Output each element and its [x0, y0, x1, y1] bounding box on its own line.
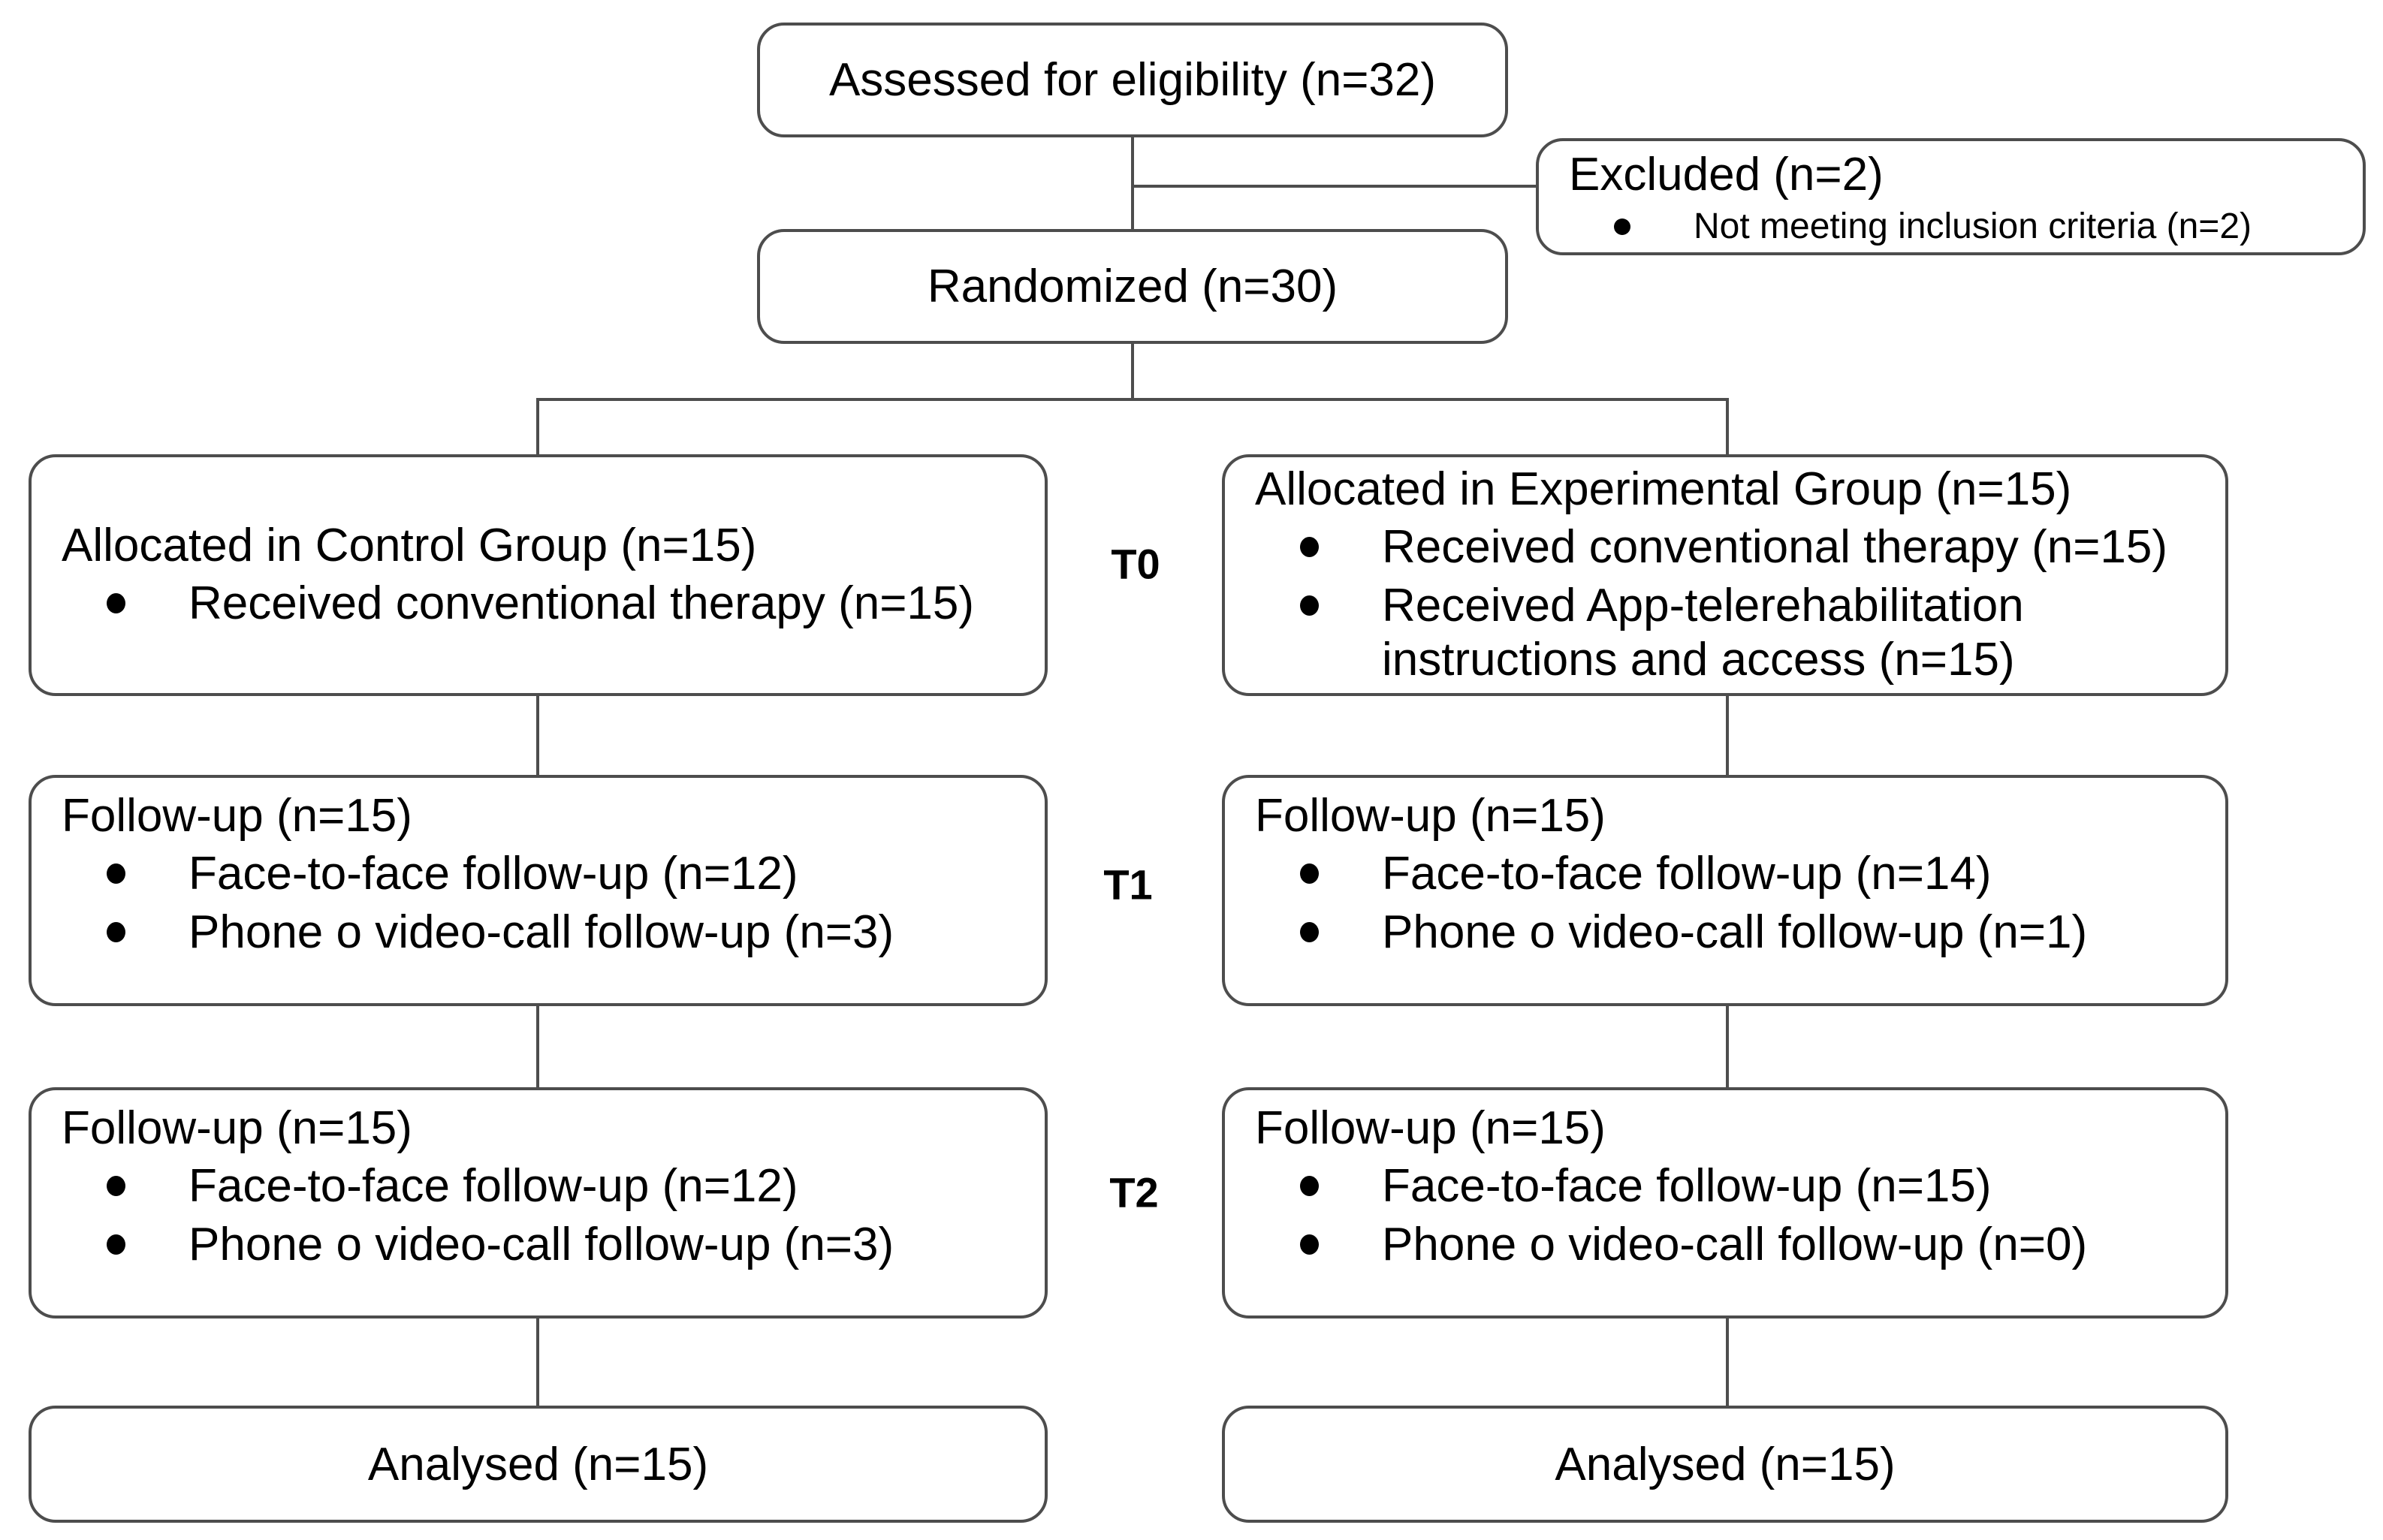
randomized-box: Randomized (n=30) — [757, 229, 1508, 344]
timepoint-label-t0: T0 — [1111, 540, 1160, 588]
bullet-item: Face-to-face follow-up (n=14) — [1225, 847, 2225, 901]
bullet-text: Face-to-face follow-up (n=12) — [189, 1160, 798, 1212]
control-allocation-box: Allocated in Control Group (n=15) Receiv… — [29, 454, 1048, 696]
bullet-item: Phone o video-call follow-up (n=1) — [1225, 906, 2225, 960]
connector-experimental-alloc-to-t1 — [1726, 695, 1729, 777]
excluded-box: Excluded (n=2) Not meeting inclusion cri… — [1536, 138, 2366, 255]
experimental-followup-t2-title: Follow-up (n=15) — [1255, 1102, 1606, 1154]
bullet-text: Phone o video-call follow-up (n=3) — [189, 906, 894, 958]
bullet-dot-icon — [1300, 595, 1319, 616]
control-followup-t1-title: Follow-up (n=15) — [62, 790, 412, 842]
bullet-dot-icon — [107, 863, 125, 884]
bullet-item: Face-to-face follow-up (n=12) — [32, 1159, 1045, 1213]
bullet-dot-icon — [107, 593, 125, 613]
control-followup-t2-box: Follow-up (n=15) Face-to-face follow-up … — [29, 1087, 1048, 1318]
bullet-item: Received conventional therapy (n=15) — [32, 577, 1045, 631]
bullet-text: Face-to-face follow-up (n=15) — [1382, 1160, 1992, 1212]
bullet-item: Received conventional therapy (n=15) — [1225, 520, 2225, 574]
control-analysed-box: Analysed (n=15) — [29, 1406, 1048, 1523]
connector-to-excluded — [1131, 185, 1537, 188]
assessed-box: Assessed for eligibility (n=32) — [757, 23, 1508, 137]
connector-experimental-t1-to-t2 — [1726, 1005, 1729, 1089]
bullet-text: Phone o video-call follow-up (n=3) — [189, 1219, 894, 1270]
experimental-allocation-title: Allocated in Experimental Group (n=15) — [1255, 463, 2072, 515]
connector-assessed-to-randomized — [1131, 137, 1134, 231]
bullet-dot-icon — [107, 1234, 125, 1255]
excluded-bullet-item: Not meeting inclusion criteria (n=2) — [1539, 206, 2363, 248]
bullet-item: Face-to-face follow-up (n=15) — [1225, 1159, 2225, 1213]
excluded-title: Excluded (n=2) — [1569, 149, 1884, 200]
bullet-item: Received App-telerehabilitation instruct… — [1225, 579, 2225, 687]
experimental-followup-t1-box: Follow-up (n=15) Face-to-face follow-up … — [1222, 775, 2228, 1006]
control-allocation-title: Allocated in Control Group (n=15) — [62, 520, 757, 571]
control-followup-t1-box: Follow-up (n=15) Face-to-face follow-up … — [29, 775, 1048, 1006]
connector-branch-to-control — [536, 398, 539, 457]
bullet-text: Face-to-face follow-up (n=14) — [1382, 848, 1992, 900]
bullet-dot-icon — [1300, 922, 1319, 942]
bullet-dot-icon — [1300, 1234, 1319, 1255]
experimental-analysed-label: Analysed (n=15) — [1555, 1438, 1896, 1490]
connector-experimental-t2-to-analysed — [1726, 1317, 1729, 1408]
connector-branch-horizontal — [536, 398, 1729, 401]
bullet-item: Phone o video-call follow-up (n=3) — [32, 906, 1045, 960]
randomized-label: Randomized (n=30) — [927, 261, 1338, 312]
connector-control-alloc-to-t1 — [536, 695, 539, 777]
bullet-text: Received conventional therapy (n=15) — [1382, 521, 2168, 573]
assessed-label: Assessed for eligibility (n=32) — [828, 54, 1437, 106]
experimental-allocation-box: Allocated in Experimental Group (n=15) R… — [1222, 454, 2228, 696]
experimental-followup-t2-box: Follow-up (n=15) Face-to-face follow-up … — [1222, 1087, 2228, 1318]
bullet-dot-icon — [1300, 1176, 1319, 1196]
connector-randomized-to-branch — [1131, 342, 1134, 401]
timepoint-label-t1: T1 — [1103, 860, 1153, 909]
bullet-item: Phone o video-call follow-up (n=3) — [32, 1218, 1045, 1272]
excluded-bullet-text: Not meeting inclusion criteria (n=2) — [1694, 206, 2252, 246]
bullet-dot-icon — [1300, 537, 1319, 557]
experimental-analysed-box: Analysed (n=15) — [1222, 1406, 2228, 1523]
bullet-text: Received App-telerehabilitation instruct… — [1382, 580, 2024, 686]
bullet-dot-icon — [1614, 218, 1630, 235]
bullet-text: Received conventional therapy (n=15) — [189, 577, 975, 629]
control-analysed-label: Analysed (n=15) — [367, 1438, 709, 1490]
control-followup-t2-title: Follow-up (n=15) — [62, 1102, 412, 1154]
bullet-dot-icon — [1300, 863, 1319, 884]
experimental-followup-t1-title: Follow-up (n=15) — [1255, 790, 1606, 842]
bullet-text: Face-to-face follow-up (n=12) — [189, 848, 798, 900]
bullet-dot-icon — [107, 1176, 125, 1196]
bullet-text: Phone o video-call follow-up (n=0) — [1382, 1219, 2088, 1270]
bullet-item: Phone o video-call follow-up (n=0) — [1225, 1218, 2225, 1272]
connector-branch-to-experimental — [1726, 398, 1729, 457]
connector-control-t2-to-analysed — [536, 1317, 539, 1408]
connector-control-t1-to-t2 — [536, 1005, 539, 1089]
bullet-text: Phone o video-call follow-up (n=1) — [1382, 906, 2088, 958]
bullet-dot-icon — [107, 922, 125, 942]
timepoint-label-t2: T2 — [1109, 1168, 1159, 1216]
bullet-item: Face-to-face follow-up (n=12) — [32, 847, 1045, 901]
